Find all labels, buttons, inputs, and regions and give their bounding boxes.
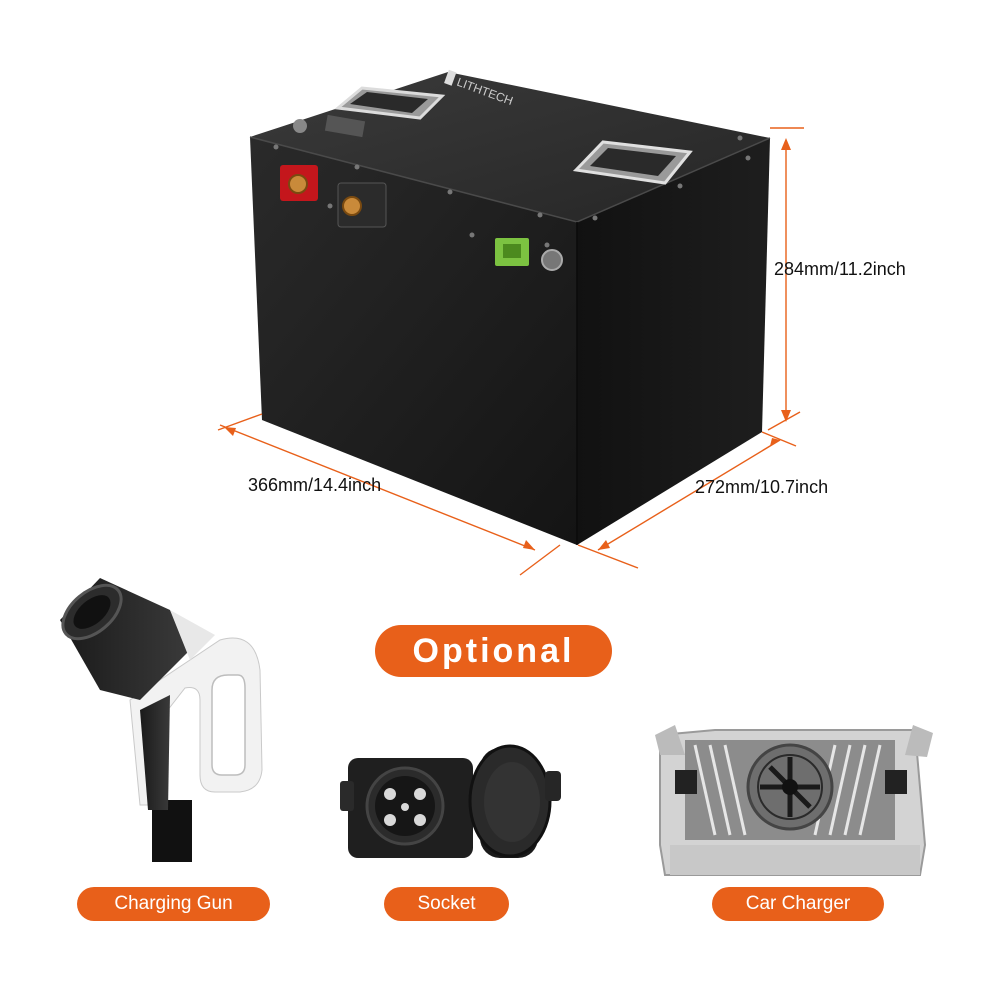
socket-icon <box>340 744 561 858</box>
socket-label: Socket <box>384 887 509 921</box>
car-charger-icon <box>655 725 933 876</box>
handle-icon <box>334 86 446 120</box>
optional-badge: Optional <box>375 625 612 677</box>
width-dimension-label: 272mm/10.7inch <box>695 477 829 497</box>
charging-gun-label: Charging Gun <box>77 887 270 921</box>
battery-image: LITHTECH <box>217 69 804 576</box>
power-button-icon <box>541 249 563 271</box>
negative-terminal-icon <box>337 182 387 228</box>
charging-gun-icon <box>60 578 263 862</box>
communication-port-icon <box>495 238 529 266</box>
height-dimension-label: 284mm/11.2inch <box>774 259 906 279</box>
handle-icon <box>572 140 693 185</box>
positive-terminal-icon <box>280 165 318 201</box>
car-charger-label: Car Charger <box>712 887 884 921</box>
length-dimension-label: 366mm/14.4inch <box>248 475 382 495</box>
